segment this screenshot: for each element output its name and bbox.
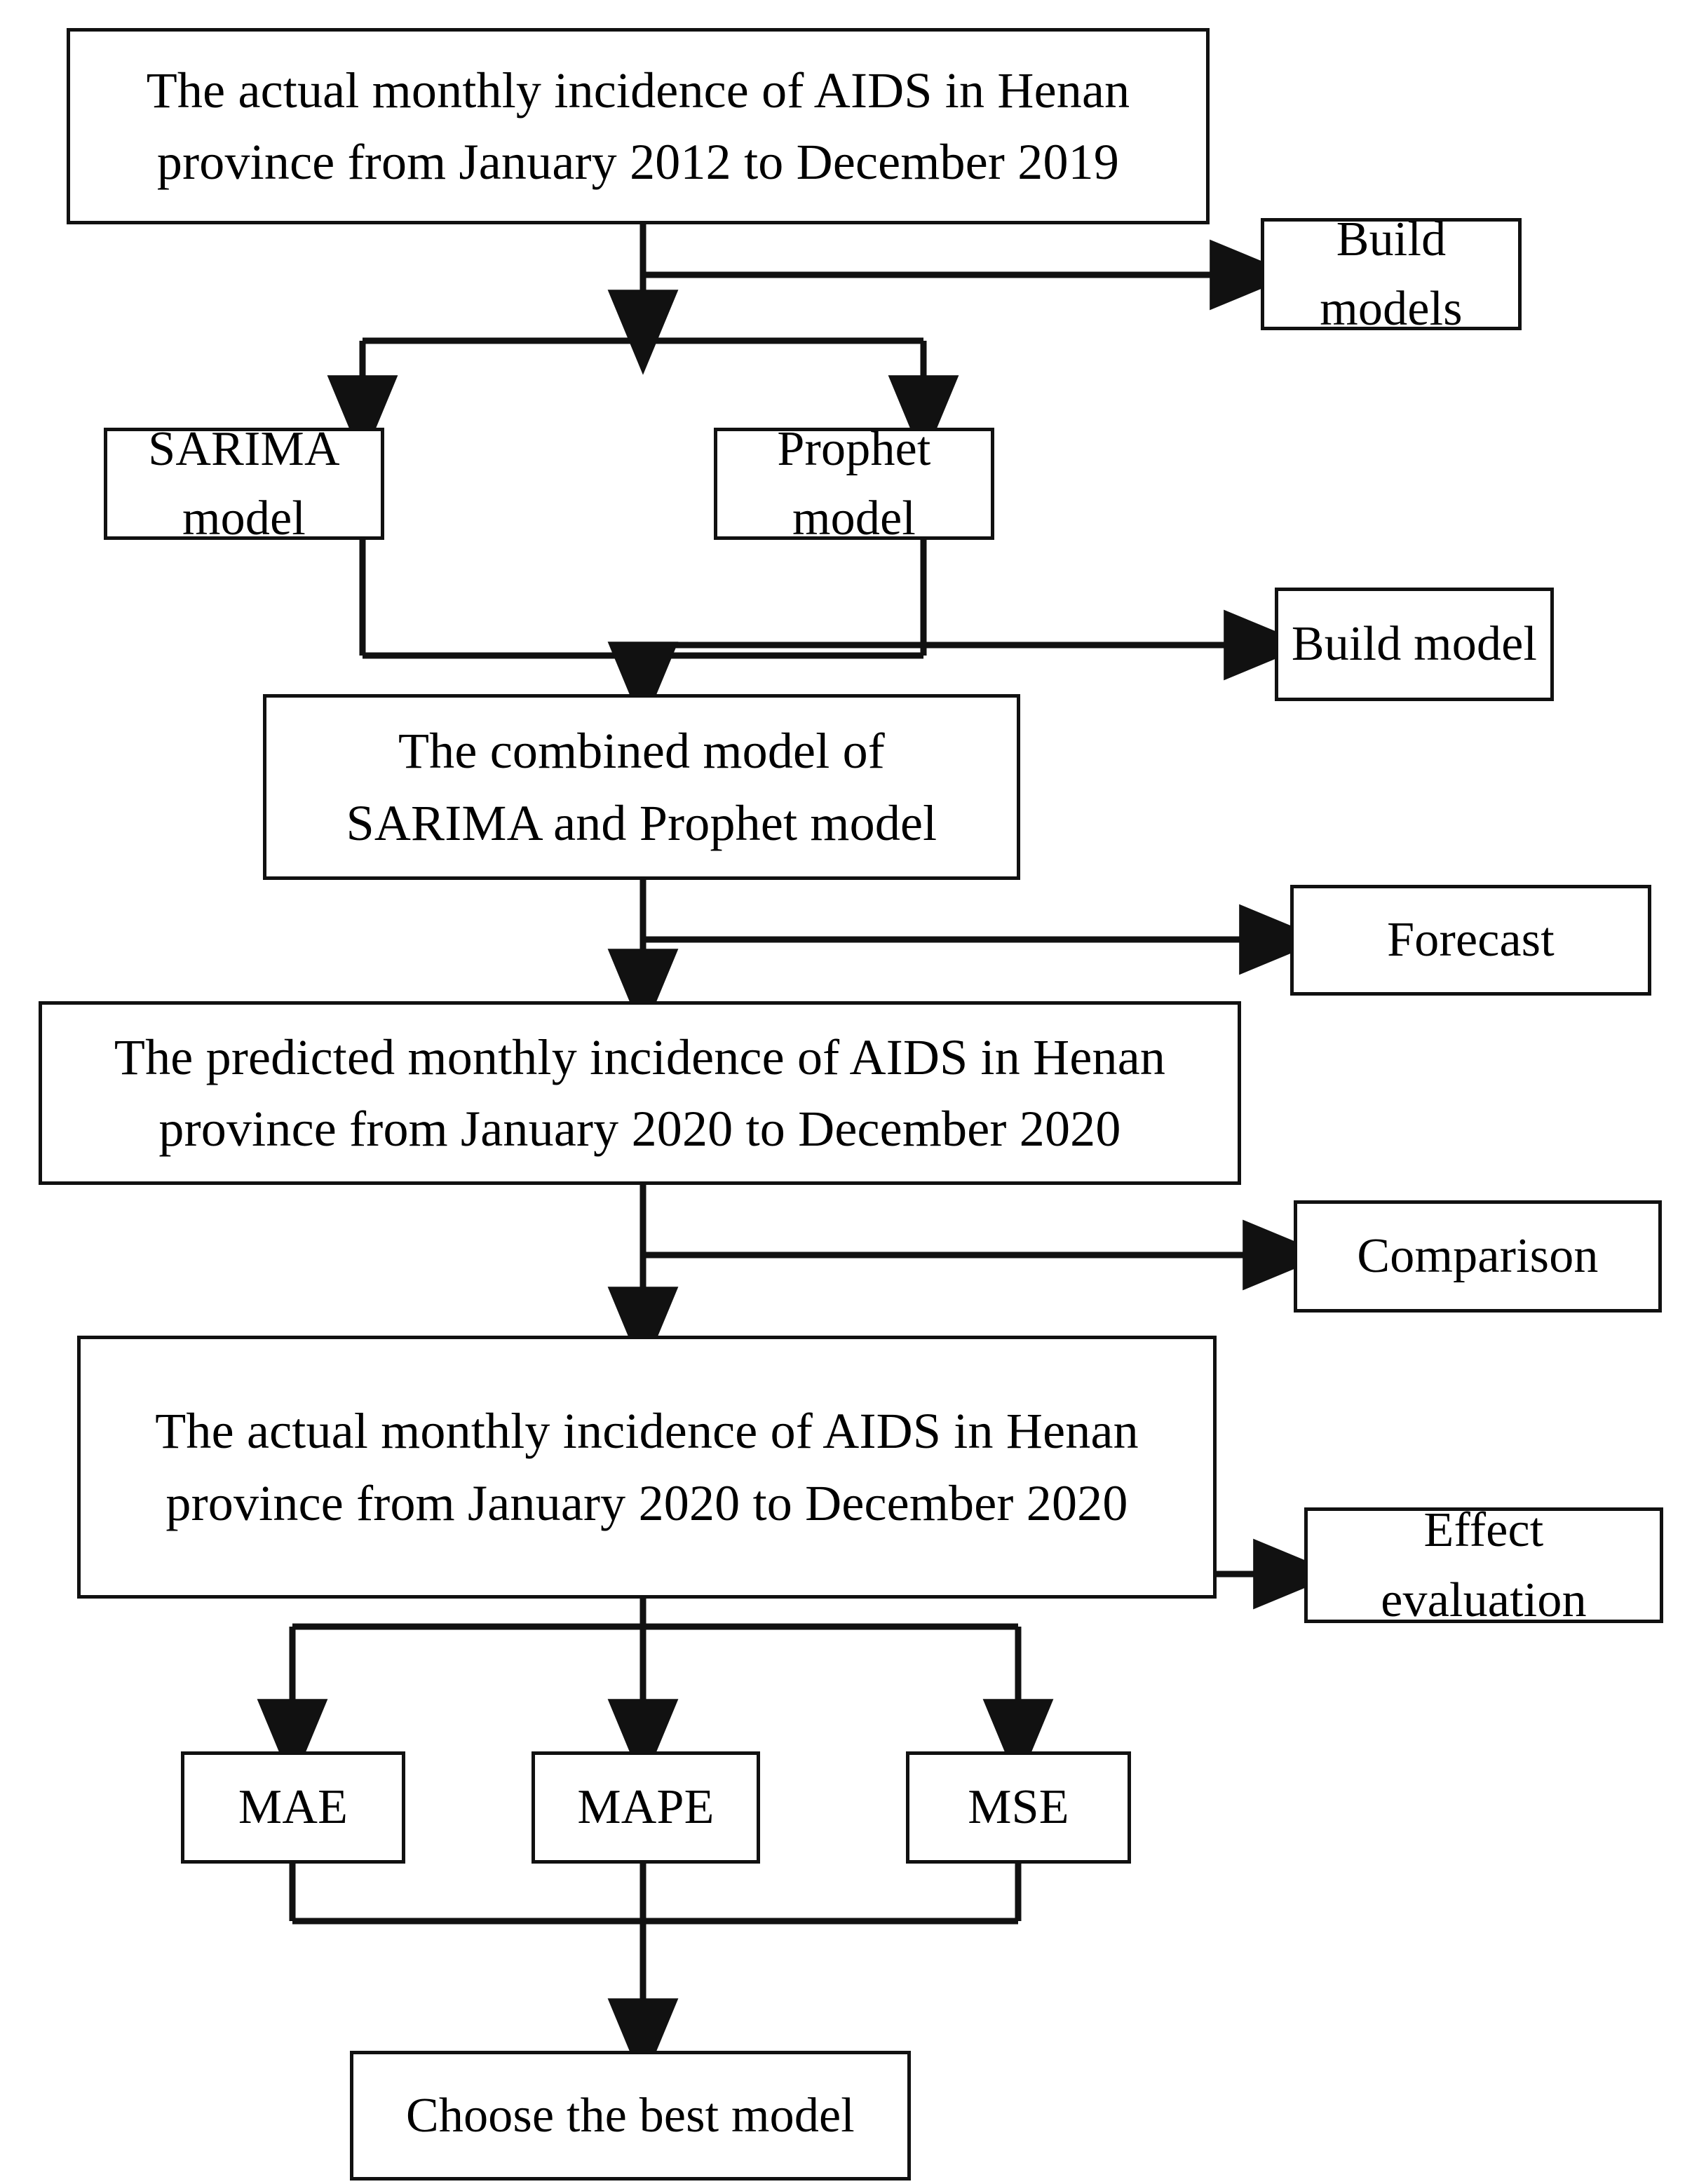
node-prophet-label: Prophet model [777,421,931,545]
node-actual-test-label: The actual monthly incidence of AIDS in … [155,1403,1139,1531]
node-build-models-label: Build models [1320,212,1463,336]
node-forecast[interactable]: Forecast [1290,885,1651,996]
node-comparison[interactable]: Comparison [1294,1200,1662,1313]
node-effect-evaluation[interactable]: Effect evaluation [1304,1503,1663,1627]
node-build-model-label: Build model [1291,617,1538,672]
node-actual-train-label: The actual monthly incidence of AIDS in … [146,62,1130,190]
node-sarima-label: SARIMA model [148,421,340,545]
node-combined[interactable]: The combined model of SARIMA and Prophet… [263,694,1020,880]
node-mae[interactable]: MAE [181,1751,405,1864]
node-effect-evaluation-label: Effect evaluation [1381,1503,1587,1627]
node-build-models[interactable]: Build models [1261,212,1522,336]
node-prophet[interactable]: Prophet model [714,422,994,545]
node-combined-label: The combined model of SARIMA and Prophet… [346,723,937,851]
node-actual-train[interactable]: The actual monthly incidence of AIDS in … [67,28,1210,224]
node-actual-test[interactable]: The actual monthly incidence of AIDS in … [77,1336,1217,1599]
node-predicted-label: The predicted monthly incidence of AIDS … [114,1029,1166,1157]
node-mae-label: MAE [238,1780,348,1835]
node-mse[interactable]: MSE [906,1751,1131,1864]
node-choose-best-label: Choose the best model [406,2088,855,2143]
node-forecast-label: Forecast [1387,913,1555,968]
node-mse-label: MSE [968,1780,1069,1835]
node-mape-label: MAPE [577,1780,715,1835]
node-choose-best[interactable]: Choose the best model [350,2051,911,2180]
node-mape[interactable]: MAPE [532,1751,760,1864]
node-sarima[interactable]: SARIMA model [104,422,384,545]
node-build-model[interactable]: Build model [1275,588,1554,701]
node-predicted[interactable]: The predicted monthly incidence of AIDS … [39,1001,1241,1185]
node-comparison-label: Comparison [1357,1229,1599,1284]
